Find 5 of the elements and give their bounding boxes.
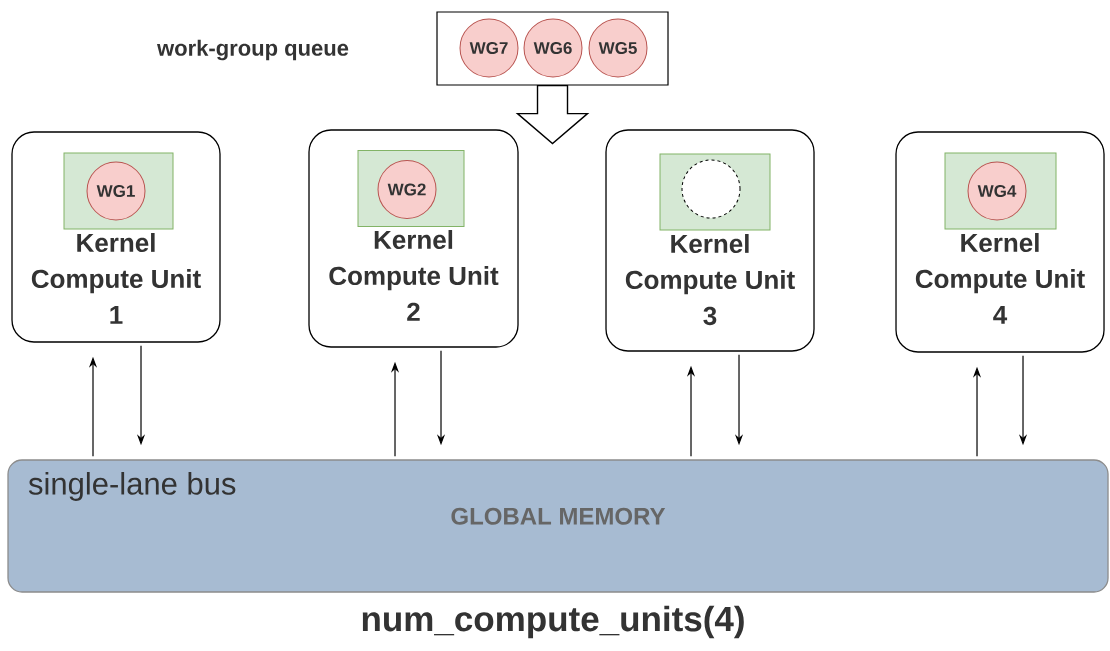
queue-label: work-group queue xyxy=(157,39,349,61)
empty-slot-circle xyxy=(681,159,741,219)
memory-bar: single-lane bus GLOBAL MEMORY xyxy=(7,459,1109,593)
caption: num_compute_units(4) xyxy=(362,605,744,639)
block-arrow xyxy=(515,84,590,145)
